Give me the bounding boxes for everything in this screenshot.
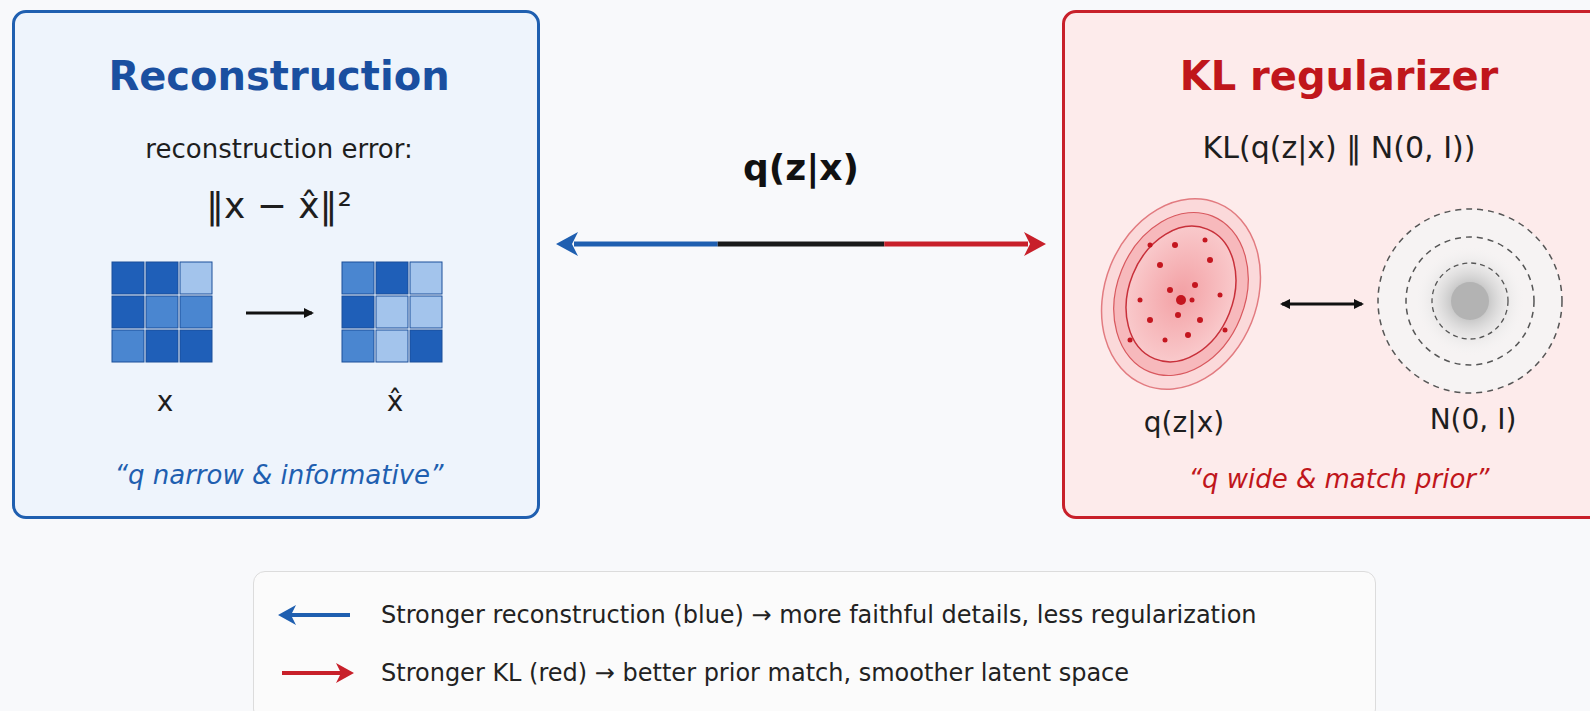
- panel-box: Reconstruction reconstruction error: ‖x − …: [12, 10, 540, 519]
- box-title: KL regularizer: [1180, 53, 1499, 99]
- formula-caption: reconstruction error:: [145, 135, 412, 165]
- grid-cell: [180, 262, 212, 294]
- distribution-label: q(z|x): [1144, 407, 1224, 439]
- legend-arrow: [276, 653, 356, 693]
- legend-box: Stronger reconstruction (blue) → more fa…: [253, 571, 1376, 711]
- grid-cell: [410, 262, 442, 294]
- sample-dot: [1172, 242, 1178, 248]
- map-arrow: [246, 312, 312, 315]
- grid-cell: [180, 296, 212, 328]
- grid-cell: [376, 330, 408, 362]
- grid-cell: [342, 262, 374, 294]
- sample-dot: [1218, 293, 1223, 298]
- box-note: “q narrow & informative”: [115, 461, 444, 491]
- sample-dot: [1175, 312, 1181, 318]
- formula: ‖x − x̂‖²: [206, 185, 352, 226]
- grid-cell: [376, 296, 408, 328]
- distribution-label: N(0, I): [1430, 404, 1517, 436]
- grid-cell: [180, 330, 212, 362]
- grid-cell: [112, 262, 144, 294]
- sample-dot: [1176, 295, 1186, 305]
- grid-cell: [410, 296, 442, 328]
- sample-dot: [1203, 238, 1208, 243]
- sample-dots: [1128, 238, 1228, 343]
- box-note: “q wide & match prior”: [1188, 465, 1489, 495]
- sample-dot: [1148, 243, 1153, 248]
- compare-arrow: [1282, 303, 1362, 306]
- sample-dot: [1192, 282, 1198, 288]
- output-label: x̂: [387, 386, 404, 418]
- input-label: x: [157, 386, 174, 418]
- sample-dot: [1167, 287, 1173, 293]
- posterior-ellipse: [1074, 175, 1288, 414]
- sample-dot: [1128, 338, 1133, 343]
- formula: KL(q(z|x) ‖ N(0, I)): [1203, 131, 1476, 166]
- legend-text: Stronger KL (red) → better prior match, …: [381, 659, 1129, 687]
- grid-cell: [146, 296, 178, 328]
- legend-text: Stronger reconstruction (blue) → more fa…: [381, 601, 1257, 629]
- sample-dot: [1190, 298, 1195, 303]
- legend-row: Stronger KL (red) → better prior match, …: [254, 653, 1375, 693]
- panel-box: KL regularizerKL(q(z|x) ‖ N(0, I)) q(z|x)…: [1062, 10, 1590, 519]
- grid-cell: [410, 330, 442, 362]
- box-fill: [1063, 11, 1590, 518]
- sample-dot: [1223, 328, 1228, 333]
- pixel-grids: [112, 262, 442, 362]
- sample-dot: [1207, 257, 1213, 263]
- grid-cell: [342, 296, 374, 328]
- sample-dot: [1185, 332, 1191, 338]
- grid-cell: [146, 262, 178, 294]
- grid-cell: [376, 262, 408, 294]
- box-title: Reconstruction: [108, 53, 449, 99]
- sample-dot: [1163, 338, 1168, 343]
- legend-row: Stronger reconstruction (blue) → more fa…: [254, 595, 1375, 635]
- sample-dot: [1157, 262, 1163, 268]
- sample-dot: [1147, 317, 1153, 323]
- grid-cell: [112, 296, 144, 328]
- grid-cell: [146, 330, 178, 362]
- double-arrow: [556, 232, 1046, 256]
- legend-arrow: [276, 595, 356, 635]
- box-fill: [13, 11, 539, 518]
- prior-circle: [1378, 209, 1562, 393]
- grid-cell: [342, 330, 374, 362]
- sample-dot: [1197, 317, 1203, 323]
- grid-cell: [112, 330, 144, 362]
- sample-dot: [1138, 298, 1143, 303]
- edge-label: q(z|x): [737, 147, 865, 188]
